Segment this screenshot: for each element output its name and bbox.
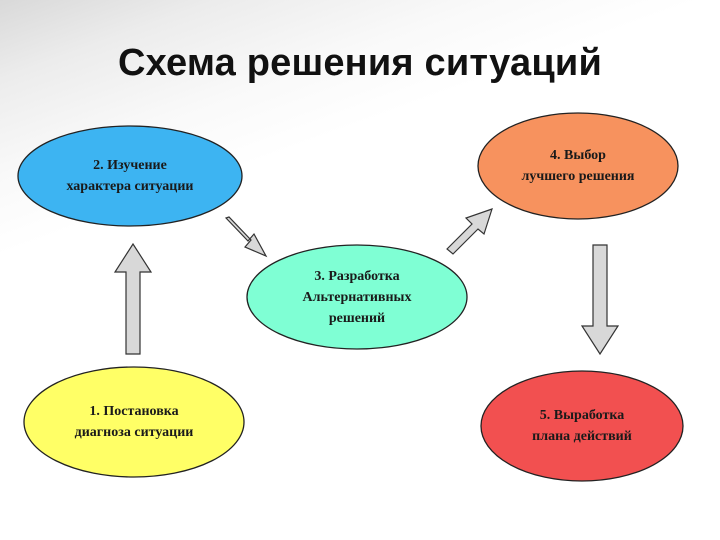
ellipse-development [246, 244, 468, 350]
node-diagnosis-label: 1. Постановка диагноза ситуации [34, 394, 234, 450]
node-development-line2: Альтернативных [302, 289, 412, 305]
node-choice-label: 4. Выбор лучшего решения [486, 138, 670, 194]
ellipse-plan [480, 370, 684, 482]
node-plan-line1: 5. Выработка [539, 408, 625, 423]
node-diagnosis-line1: 1. Постановка [89, 404, 179, 419]
node-diagnosis-line2: диагноза ситуации [74, 425, 194, 440]
node-development-label: 3. Разработка Альтернативных решений [257, 262, 457, 332]
node-plan-line2: плана действий [532, 429, 632, 444]
arrow-development-to-choice [446, 208, 493, 255]
ellipse-diagnosis [23, 366, 245, 478]
node-development-line3: решений [328, 310, 386, 326]
node-plan-label: 5. Выработка плана действий [490, 398, 674, 454]
arrow-down-choice-to-plan [580, 244, 620, 356]
node-choice-line2: лучшего решения [521, 169, 635, 184]
arrow-up-diagnosis-to-study [113, 242, 153, 355]
ellipse-study [17, 125, 243, 227]
arrow-study-to-development [224, 216, 268, 258]
node-study-line2: характера ситуации [66, 179, 194, 194]
node-choice-line1: 4. Выбор [550, 148, 606, 163]
node-development-line1: 3. Разработка [314, 268, 400, 284]
ellipse-choice [477, 112, 679, 220]
node-study-line1: 2. Изучение [93, 158, 167, 173]
page-title: Схема решения ситуаций [117, 42, 603, 84]
node-study-label: 2. Изучение характера ситуации [28, 148, 232, 204]
